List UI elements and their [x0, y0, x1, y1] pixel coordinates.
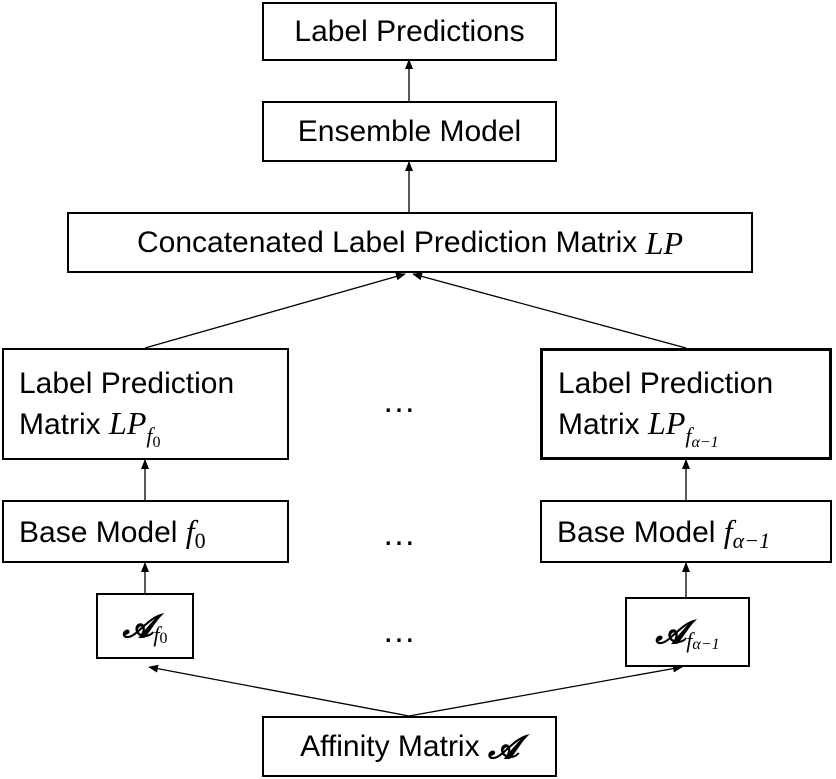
lp-matrix-right-node: Label Prediction Matrix LPfα−1 [540, 348, 832, 460]
label-predictions-text: Label Predictions [294, 14, 525, 48]
base-right-f: f [723, 513, 733, 550]
lp-left-sub-f: f [146, 422, 153, 448]
arrow-affinity-to-affright [408, 664, 683, 717]
arrow-lpleft-to-concat [144, 272, 406, 349]
ensemble-model-text: Ensemble Model [297, 114, 522, 148]
base-left-text: Base Model [19, 516, 178, 550]
concatenated-matrix-symbol: LP [645, 224, 683, 261]
lp-right-line1: Label Prediction [558, 367, 774, 400]
base-model-left-node: Base Model f0 [2, 500, 289, 563]
lp-right-line2-row: Matrix LPfα−1 [558, 403, 829, 451]
ellipsis-base-row: … [382, 515, 417, 553]
concatenated-matrix-text: Concatenated Label Prediction Matrix [137, 225, 638, 259]
lp-right-line2: Matrix [558, 407, 640, 441]
base-right-row: Base Model fα−1 [557, 511, 830, 554]
base-left-idx: 0 [194, 528, 206, 554]
ellipsis-lp-row: … [382, 382, 417, 420]
concatenated-matrix-node: Concatenated Label Prediction Matrix LP [67, 212, 753, 273]
affinity-matrix-symbol: 𝓐 [487, 727, 519, 766]
lp-matrix-left-node: Label Prediction Matrix LPf0 [2, 348, 289, 460]
affinity-matrix-node: Affinity Matrix 𝓐 [262, 716, 557, 777]
affinity-left-sub-idx: 0 [159, 630, 168, 647]
ensemble-model-node: Ensemble Model [262, 101, 557, 162]
lp-left-symbol: LP [109, 404, 147, 441]
affinity-left-sub-f: f [153, 622, 160, 648]
affinity-right-sub-idx: α−1 [692, 636, 720, 653]
lp-right-sub-idx: α−1 [691, 433, 719, 451]
affinity-right-symbol: 𝓐 [655, 613, 687, 651]
lp-left-line1: Label Prediction [19, 367, 235, 400]
base-left-row: Base Model f0 [19, 511, 287, 554]
lp-left-sub-idx: 0 [152, 433, 161, 451]
affinity-left-symbol: 𝓐 [122, 607, 154, 645]
lp-left-line2: Matrix [19, 407, 101, 441]
lp-right-symbol: LP [648, 404, 686, 441]
lp-right-sub-f: f [685, 422, 692, 448]
base-left-f: f [185, 513, 195, 550]
affinity-right-sub-f: f [686, 628, 693, 654]
arrow-affinity-to-affleft [148, 664, 410, 717]
affinity-matrix-text: Affinity Matrix [300, 729, 480, 763]
base-right-idx: α−1 [732, 528, 771, 554]
base-right-text: Base Model [557, 516, 716, 550]
arrow-lpright-to-concat [412, 272, 687, 349]
lp-left-line2-row: Matrix LPf0 [19, 403, 287, 451]
base-model-right-node: Base Model fα−1 [540, 500, 832, 563]
ellipsis-affinity-row: … [382, 612, 417, 650]
label-predictions-node: Label Predictions [262, 2, 557, 61]
